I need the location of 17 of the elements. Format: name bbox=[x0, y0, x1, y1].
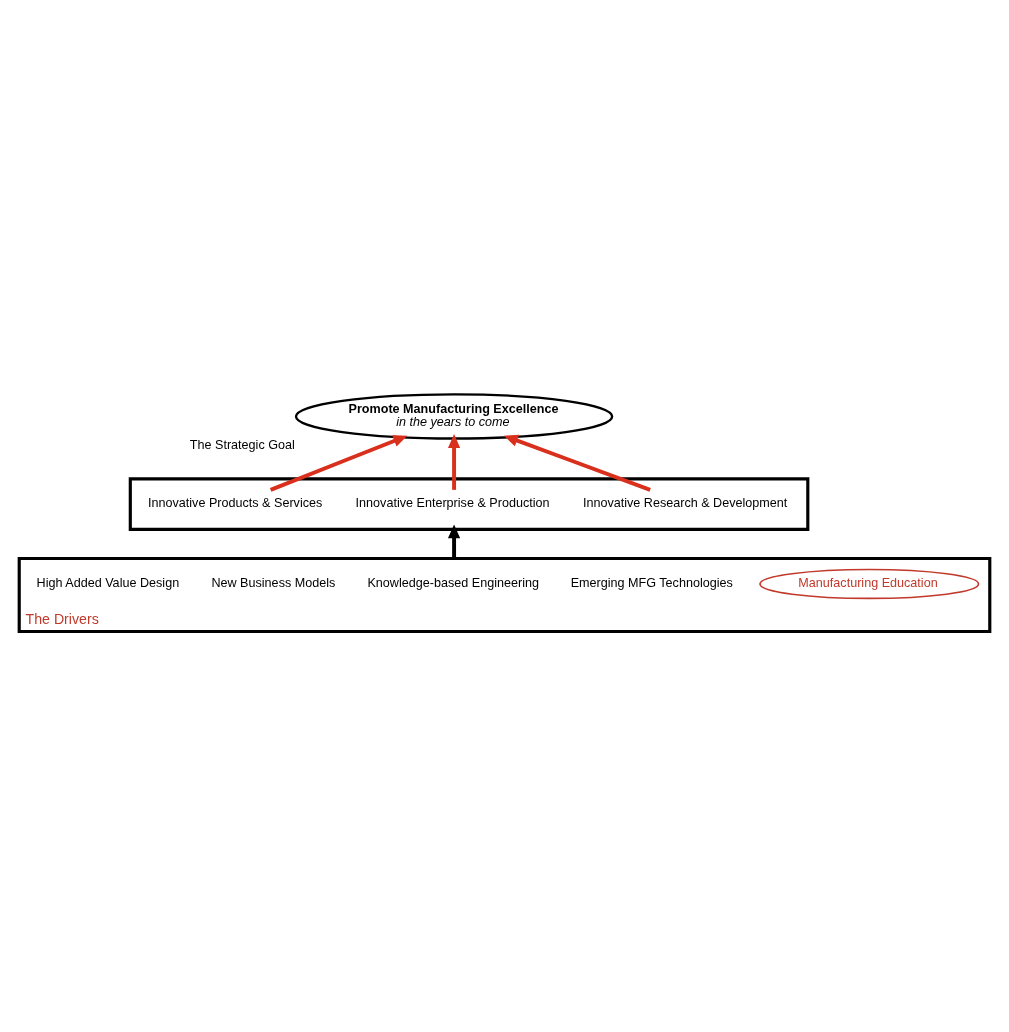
cluster bbox=[17, 556, 992, 634]
cluster bbox=[128, 477, 810, 531]
arrow bbox=[503, 434, 651, 492]
node-text: Innovative Products & Services bbox=[148, 496, 323, 511]
node-ellipse: Manufacturing Education bbox=[759, 568, 980, 600]
node-label: The Strategic Goal bbox=[189, 437, 295, 452]
node-text: Knowledge-based Engineering bbox=[367, 575, 539, 590]
arrow bbox=[447, 434, 461, 490]
node-text: Innovative Enterprise & Production bbox=[355, 496, 550, 511]
node-text: High Added Value Design bbox=[36, 575, 180, 590]
arrow bbox=[269, 435, 408, 492]
node-text: New Business Models bbox=[211, 575, 336, 590]
node-text: Innovative Research & Development bbox=[582, 496, 788, 511]
node-ellipse: Promote Manufacturing Excellence in the years to come bbox=[294, 393, 614, 440]
node-label: The Drivers bbox=[25, 610, 99, 627]
node-text: Emerging MFG Technologies bbox=[570, 575, 733, 590]
arrow bbox=[447, 524, 461, 559]
